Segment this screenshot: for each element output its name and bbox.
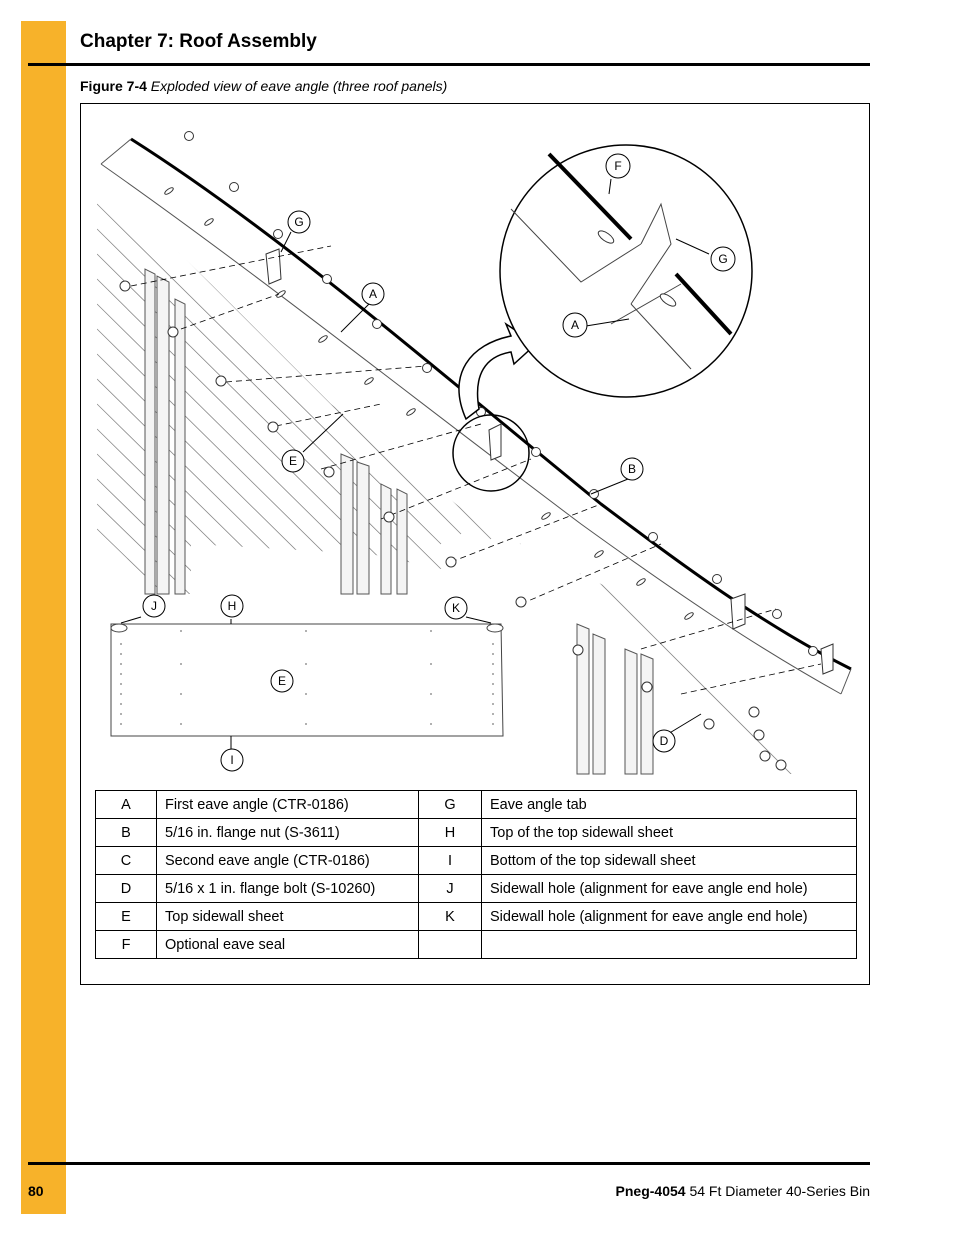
legend-description: Top of the top sidewall sheet (481, 818, 857, 847)
eave-angle (100, 137, 852, 695)
legend-code: F (95, 930, 157, 959)
page-number: 80 (28, 1183, 44, 1199)
legend-code: H (418, 818, 482, 847)
legend-code: J (418, 874, 482, 903)
legend-description (481, 930, 857, 959)
legend-description: Sidewall hole (alignment for eave angle … (481, 902, 857, 931)
legend-code: G (418, 790, 482, 819)
eave-slots (164, 187, 694, 620)
legend-code: K (418, 902, 482, 931)
callout-f-detail: F (614, 159, 621, 173)
callout-g: G (294, 215, 303, 229)
document-title: 54 Ft Diameter 40-Series Bin (689, 1183, 870, 1199)
legend-description: Top sidewall sheet (156, 902, 419, 931)
legend-code: I (418, 846, 482, 875)
callout-h: H (228, 599, 237, 613)
callout-a: A (369, 287, 377, 301)
document-code: Pneg-4054 (615, 1183, 686, 1199)
figure-number: Figure 7-4 (80, 78, 147, 94)
top-sidewall-sheet (110, 623, 504, 737)
legend-description: 5/16 x 1 in. flange bolt (S-10260) (156, 874, 419, 903)
exploded-view-drawing: G A E B D J H K E I F G A (97, 131, 852, 775)
legend-code: E (95, 902, 157, 931)
legend-description: Eave angle tab (481, 790, 857, 819)
figure-description: Exploded view of eave angle (three roof … (150, 78, 448, 94)
legend-description: Second eave angle (CTR-0186) (156, 846, 419, 875)
nuts (184, 131, 818, 656)
chapter-side-tab (21, 21, 66, 1214)
callout-e-sheet: E (278, 674, 286, 688)
legend-code (418, 930, 482, 959)
legend-code: C (95, 846, 157, 875)
callout-i: I (230, 753, 233, 767)
bolts (119, 280, 787, 771)
detail-marker-circle (452, 414, 530, 492)
figure-caption: Figure 7-4 Exploded view of eave angle (… (80, 78, 447, 94)
callout-letters: G A E B D J H K E I F G A (151, 159, 728, 767)
callout-e: E (289, 454, 297, 468)
legend-description: Optional eave seal (156, 930, 419, 959)
callout-bubbles (142, 153, 736, 772)
magnified-detail (499, 144, 753, 398)
callout-k: K (452, 601, 460, 615)
alignment-lines (130, 245, 822, 695)
legend-description: 5/16 in. flange nut (S-3611) (156, 818, 419, 847)
document-id: Pneg-4054 54 Ft Diameter 40-Series Bin (616, 1183, 870, 1199)
legend-description: Bottom of the top sidewall sheet (481, 846, 857, 875)
header-rule (28, 63, 870, 66)
callout-a-detail: A (571, 318, 579, 332)
footer-rule (28, 1162, 870, 1165)
legend-description: Sidewall hole (alignment for eave angle … (481, 874, 857, 903)
legend-code: B (95, 818, 157, 847)
callout-b: B (628, 462, 636, 476)
legend-code: A (95, 790, 157, 819)
chapter-title: Chapter 7: Roof Assembly (80, 31, 317, 52)
callout-d: D (660, 734, 669, 748)
legend-description: First eave angle (CTR-0186) (156, 790, 419, 819)
callout-g-detail: G (718, 252, 727, 266)
callout-j: J (151, 599, 157, 613)
legend-code: D (95, 874, 157, 903)
eave-angle-tabs (265, 248, 834, 675)
leader-lines (120, 231, 702, 749)
